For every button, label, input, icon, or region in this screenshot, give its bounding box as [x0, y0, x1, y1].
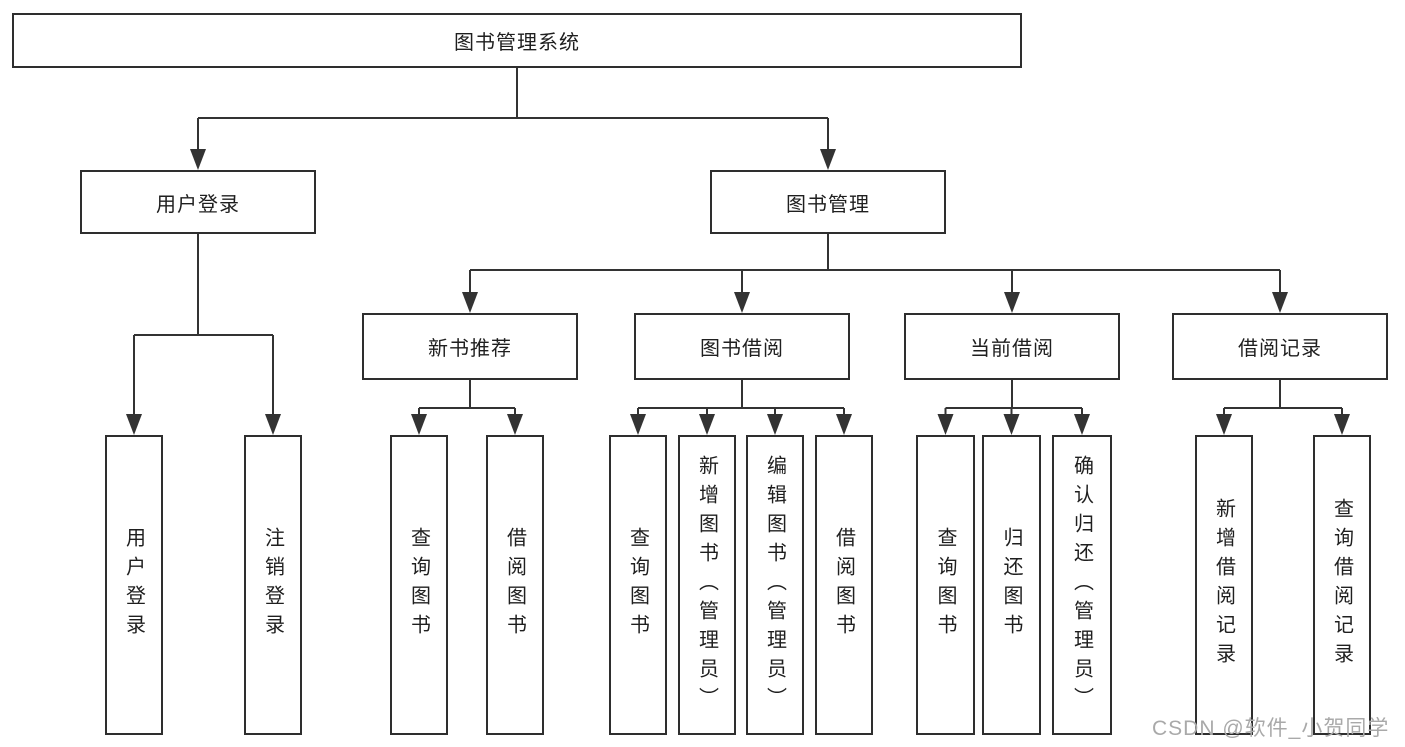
- leaf-borrow-books: 借阅图书: [815, 435, 873, 735]
- leaf-add-book-admin: 新增图书（管理员）: [678, 435, 736, 735]
- node-new-book-recommendation: 新书推荐: [362, 313, 578, 380]
- leaf-borrow-books-recommend: 借阅图书: [486, 435, 544, 735]
- leaf-return-books: 归还图书: [982, 435, 1041, 735]
- leaf-logout: 注销登录: [244, 435, 302, 735]
- node-current-borrowing: 当前借阅: [904, 313, 1120, 380]
- node-book-management: 图书管理: [710, 170, 946, 234]
- node-book-management-system: 图书管理系统: [12, 13, 1022, 68]
- leaf-confirm-return-admin: 确认归还（管理员）: [1052, 435, 1112, 735]
- leaf-query-books-recommend: 查询图书: [390, 435, 448, 735]
- node-borrowing-records: 借阅记录: [1172, 313, 1388, 380]
- leaf-query-borrow-record: 查询借阅记录: [1313, 435, 1371, 735]
- leaf-user-login: 用户登录: [105, 435, 163, 735]
- leaf-edit-book-admin: 编辑图书（管理员）: [746, 435, 804, 735]
- csdn-watermark: CSDN @软件_小贺同学: [1152, 717, 1390, 740]
- node-user-login: 用户登录: [80, 170, 316, 234]
- leaf-add-borrow-record: 新增借阅记录: [1195, 435, 1253, 735]
- node-book-borrowing: 图书借阅: [634, 313, 850, 380]
- leaf-query-books-borrow: 查询图书: [609, 435, 667, 735]
- leaf-query-books-current: 查询图书: [916, 435, 975, 735]
